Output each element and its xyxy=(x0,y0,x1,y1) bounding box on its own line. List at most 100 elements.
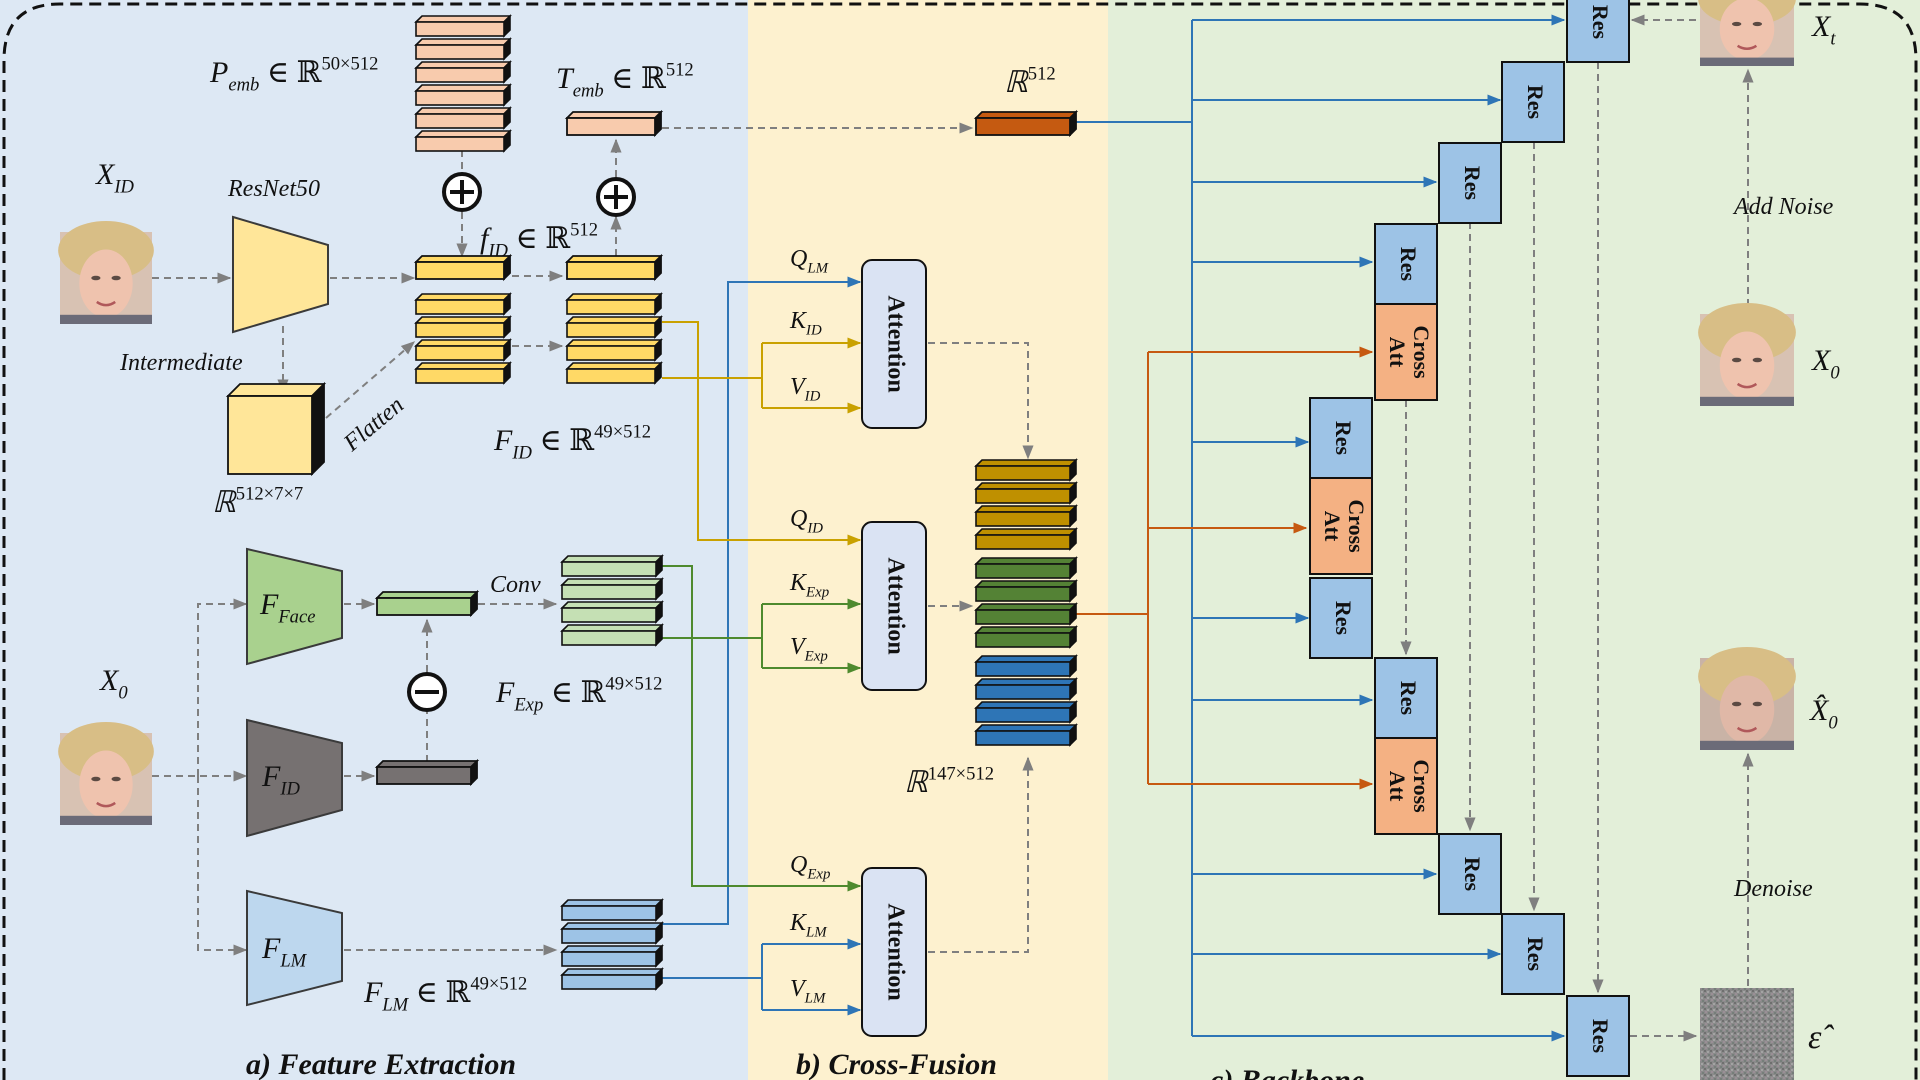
label-cross-3: Cross xyxy=(1409,759,1434,813)
label-q-lm: QLM xyxy=(790,246,830,277)
panel-backbone xyxy=(1108,0,1920,1080)
feature-slice xyxy=(565,339,663,347)
feature-slice xyxy=(565,293,663,301)
feature-slice xyxy=(561,974,657,990)
fused-stack-lm xyxy=(974,654,1078,747)
face-image-x0-right xyxy=(1698,302,1796,406)
arrow-x0-fface xyxy=(197,598,248,776)
feature-slice xyxy=(974,724,1078,732)
label-attention-2: Attention xyxy=(882,557,908,654)
feature-slice xyxy=(566,299,656,315)
F-ID-stack xyxy=(565,292,663,385)
t-emb-projected xyxy=(973,109,1079,138)
feature-slice xyxy=(565,316,663,324)
feature-slice xyxy=(974,580,1078,588)
res-block-4 xyxy=(1374,223,1438,305)
res-block-2 xyxy=(1501,61,1565,143)
face-image-x0 xyxy=(58,721,154,825)
feature-slice xyxy=(975,730,1071,746)
feature-slice xyxy=(974,459,1078,467)
noise-image xyxy=(1700,988,1794,1080)
label-k-exp: KExp xyxy=(789,570,829,601)
label-intermediate: Intermediate xyxy=(119,350,243,376)
feature-slice xyxy=(561,951,657,967)
feature-slice xyxy=(415,322,505,338)
face xyxy=(1719,675,1775,744)
arrow-qexp xyxy=(662,565,862,892)
section-title-feature-extraction: a) Feature Extraction xyxy=(246,1048,516,1080)
label-r512: ℝ512 xyxy=(1004,63,1056,99)
feature-slice xyxy=(560,578,664,586)
feature-slice xyxy=(974,701,1078,709)
feature-slice xyxy=(975,586,1071,602)
attention-block-1 xyxy=(861,259,927,429)
feature-slice xyxy=(414,362,512,370)
label-f-face: FFace xyxy=(259,588,316,627)
feature-slice xyxy=(415,21,505,37)
F-Exp-stack xyxy=(560,554,664,647)
feature-slice xyxy=(566,322,656,338)
label-f-lm: FLM xyxy=(261,932,308,971)
feature-slice xyxy=(415,299,505,315)
feature-slice xyxy=(414,316,512,324)
res-block-7 xyxy=(1374,657,1438,739)
label-F-ID: FID ∈ ℝ49×512 xyxy=(493,421,651,463)
feature-slice xyxy=(561,905,657,921)
label-res-1: Res xyxy=(1588,5,1613,40)
connection-arrows xyxy=(152,14,1754,1042)
label-denoise: Denoise xyxy=(1733,876,1813,902)
res-block-1 xyxy=(1566,0,1630,63)
res-block-5 xyxy=(1309,397,1373,479)
feature-slice xyxy=(561,630,657,646)
label-res-2: Res xyxy=(1523,85,1548,120)
feature-slice xyxy=(975,632,1071,648)
F-LM-stack xyxy=(560,898,664,991)
attention-block-2 xyxy=(861,521,927,691)
section-title-cross-fusion: b) Cross-Fusion xyxy=(796,1048,997,1080)
res-block-3 xyxy=(1438,142,1502,224)
feature-slice xyxy=(415,136,505,152)
label-k-id: KID xyxy=(789,308,822,339)
feature-slice xyxy=(975,684,1071,700)
intermediate-feature-cube xyxy=(225,381,327,477)
f-id-vector xyxy=(413,253,513,282)
feature-slice xyxy=(414,130,512,138)
fused-stack-exp xyxy=(974,556,1078,649)
label-res-8: Res xyxy=(1460,857,1485,892)
feature-slice xyxy=(414,84,512,92)
face-image-xt xyxy=(1698,0,1796,66)
encoder-f-lm xyxy=(246,889,343,1007)
arrow-qid xyxy=(662,321,862,546)
feature-slice xyxy=(974,626,1078,634)
feature-slice xyxy=(974,482,1078,490)
feature-slice xyxy=(974,505,1078,513)
label-attention-3: Attention xyxy=(882,903,908,1000)
feature-slice xyxy=(414,293,512,301)
feature-slice xyxy=(561,928,657,944)
feature-slice xyxy=(975,534,1071,550)
feature-slice xyxy=(975,488,1071,504)
feature-slice xyxy=(415,345,505,361)
label-add-noise: Add Noise xyxy=(1732,194,1834,220)
cross-att-block-2 xyxy=(1309,477,1373,575)
feature-slice xyxy=(560,555,664,563)
feature-slice xyxy=(414,15,512,23)
label-cross-2: Cross xyxy=(1344,499,1369,553)
feature-slice xyxy=(974,678,1078,686)
label-res-10: Res xyxy=(1588,1019,1613,1054)
feature-slice xyxy=(566,368,656,384)
feature-slice xyxy=(975,661,1071,677)
feature-slice xyxy=(415,44,505,60)
res-block-10 xyxy=(1566,995,1630,1077)
arrow-flatten xyxy=(325,341,416,419)
feature-slice xyxy=(974,557,1078,565)
label-att-1: Att xyxy=(1385,337,1410,368)
feature-slice xyxy=(974,603,1078,611)
arrow-attn3-fused xyxy=(928,756,1034,953)
flatten-stack xyxy=(414,292,512,385)
label-x0-right: X0 xyxy=(1811,344,1840,383)
feature-slice xyxy=(561,584,657,600)
feature-slice xyxy=(560,601,664,609)
label-res-7: Res xyxy=(1396,681,1421,716)
